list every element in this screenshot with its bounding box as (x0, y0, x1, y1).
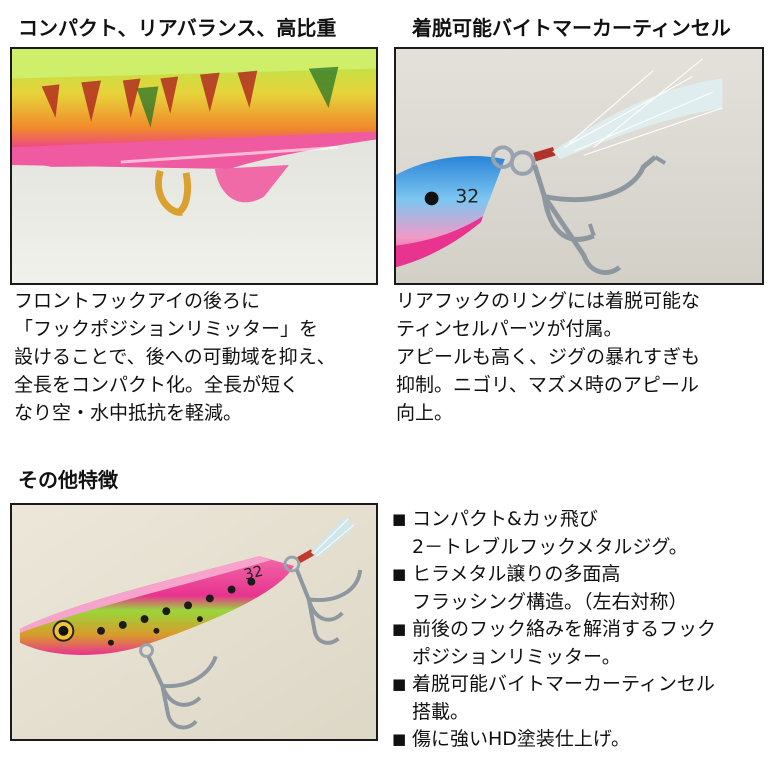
text-line: アピールも高く、ジグの暴れすぎも (396, 346, 701, 368)
feature-line: ヒラメタル譲りの多面高 (392, 561, 716, 589)
text-line: 抑制。ニゴリ、マズメ時のアピール (396, 374, 699, 396)
text-line: 「フックポジションリミッター」を (14, 318, 319, 340)
feature-line: 前後のフック絡みを解消するフック (392, 616, 716, 644)
feature-line: コンパクト&カッ飛び (392, 506, 716, 534)
text-line: フロントフックアイの後ろに (14, 290, 261, 312)
feature-line: フラッシング構造。（左右対称） (412, 590, 688, 613)
feature-item: 前後のフック絡みを解消するフック ポジションリミッター。 (392, 616, 716, 671)
heading-other-features: その他特徴 (18, 468, 118, 492)
lure-number-32: 32 (455, 186, 479, 207)
photo-front-hook-limiter (10, 47, 378, 285)
text-line: リアフックのリングには着脱可能な (396, 290, 701, 312)
feature-line: 2－トレブルフックメタルジグ。 (412, 535, 688, 558)
text-line: 全長をコンパクト化。全長が短く (14, 374, 300, 396)
feature-item: コンパクト&カッ飛び 2－トレブルフックメタルジグ。 (392, 506, 716, 561)
feature-line: 着脱可能バイトマーカーティンセル (392, 671, 716, 699)
text-line: 向上。 (396, 402, 454, 424)
feature-item: ヒラメタル譲りの多面高 フラッシング構造。（左右対称） (392, 561, 716, 616)
feature-item: 傷に強いHD塗装仕上げ。 (392, 726, 716, 754)
text-line: なり空・水中抵抗を軽減。 (14, 402, 243, 424)
heading-compact-rear-balance: コンパクト、リアバランス、高比重 (18, 16, 337, 40)
feature-list: コンパクト&カッ飛び 2－トレブルフックメタルジグ。 ヒラメタル譲りの多面高 フ… (392, 506, 716, 754)
feature-line: ポジションリミッター。 (412, 645, 621, 668)
photo-full-lure: 32 (10, 503, 378, 741)
heading-bite-marker-tinsel: 着脱可能バイトマーカーティンセル (412, 16, 731, 40)
feature-item: 着脱可能バイトマーカーティンセル 搭載。 (392, 671, 716, 726)
lure-number-32: 32 (242, 563, 264, 584)
text-line: 設けることで、後への可動域を抑え、 (14, 346, 336, 368)
text-front-hook-description: フロントフックアイの後ろに 「フックポジションリミッター」を 設けることで、後へ… (14, 287, 336, 427)
photo-rear-hook-tinsel: 32 (394, 47, 764, 285)
text-line: ティンセルパーツが付属。 (396, 318, 623, 340)
feature-line: 傷に強いHD塗装仕上げ。 (392, 726, 716, 754)
text-tinsel-description: リアフックのリングには着脱可能な ティンセルパーツが付属。 アピールも高く、ジグ… (396, 287, 700, 427)
feature-line: 搭載。 (412, 700, 470, 723)
